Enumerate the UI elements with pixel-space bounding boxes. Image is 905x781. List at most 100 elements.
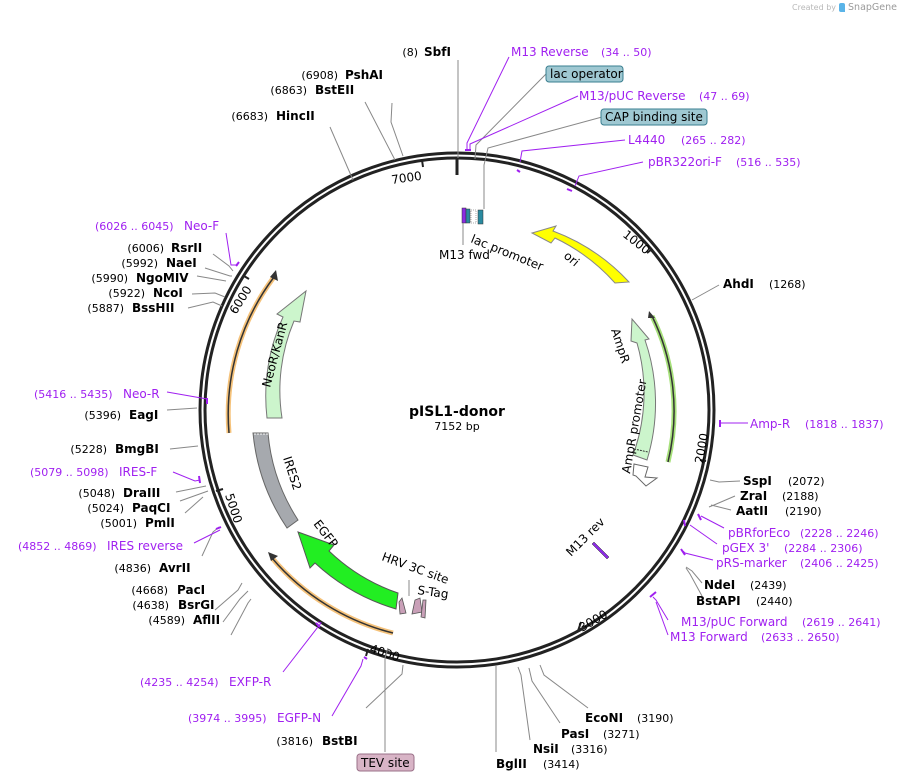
svg-text:EagI: EagI xyxy=(129,408,158,422)
svg-text:M13 fwd: M13 fwd xyxy=(439,248,490,262)
svg-text:AhdI: AhdI xyxy=(723,277,754,291)
enzyme-bstAPI[interactable]: BstAPI (2440) xyxy=(696,594,793,608)
svg-text:SspI: SspI xyxy=(743,474,772,488)
feature-s-tag[interactable]: S-Tag xyxy=(411,583,450,619)
svg-text:(6026 .. 6045): (6026 .. 6045) xyxy=(95,220,174,233)
boxed-feature-tev-site[interactable]: TEV site xyxy=(356,753,415,772)
svg-text:(5001): (5001) xyxy=(100,517,137,530)
svg-text:BmgBI: BmgBI xyxy=(115,442,159,456)
svg-text:S-Tag: S-Tag xyxy=(417,583,450,601)
svg-text:BstBI: BstBI xyxy=(322,734,358,748)
boxed-feature-cap-binding-site[interactable]: CAP binding site xyxy=(600,108,708,126)
neoR-track-arrow xyxy=(227,276,275,434)
primer-m13-puc-reverse[interactable]: M13/pUC Reverse (47 .. 69) xyxy=(579,89,750,103)
svg-text:(1818 .. 1837): (1818 .. 1837) xyxy=(805,418,884,431)
enzyme-paqCI[interactable]: (5024) PaqCI xyxy=(87,501,170,515)
enzyme-bglII[interactable]: BglII (3414) xyxy=(496,757,580,771)
svg-text:NsiI: NsiI xyxy=(533,742,559,756)
primer-m13-puc-forward[interactable]: M13/pUC Forward (2619 .. 2641) xyxy=(681,615,881,629)
feature-ori[interactable]: ori xyxy=(530,225,631,284)
enzyme-ngoMIV[interactable]: (5990) NgoMIV xyxy=(91,271,189,285)
svg-text:(5990): (5990) xyxy=(91,272,128,285)
primer-exfp-r[interactable]: (4235 .. 4254) EXFP-R xyxy=(140,675,271,689)
enzyme-pacI[interactable]: (4668) PacI xyxy=(131,583,205,597)
svg-text:(4668): (4668) xyxy=(131,584,168,597)
svg-text:SbfI: SbfI xyxy=(424,45,451,59)
svg-text:BstEII: BstEII xyxy=(315,83,354,97)
svg-text:RsrII: RsrII xyxy=(171,241,202,255)
snapgene-logo-icon xyxy=(839,3,846,12)
credit-prefix: Created by xyxy=(792,3,837,12)
primer-pgex-3[interactable]: pGEX 3' (2284 .. 2306) xyxy=(722,541,863,555)
primer-pbr322ori-f[interactable]: pBR322ori-F (516 .. 535) xyxy=(648,155,801,169)
svg-text:Amp-R: Amp-R xyxy=(750,417,790,431)
svg-text:(5396): (5396) xyxy=(84,409,121,422)
feature-lac-operator-box[interactable] xyxy=(465,208,477,224)
svg-text:BsrGI: BsrGI xyxy=(178,598,215,612)
svg-text:NgoMIV: NgoMIV xyxy=(136,271,189,285)
svg-text:(6863): (6863) xyxy=(270,84,307,97)
tick-4000: 4000 xyxy=(365,642,401,664)
enzyme-draIII[interactable]: (5048) DraIII xyxy=(78,486,160,500)
primer-m13-forward[interactable]: M13 Forward (2633 .. 2650) xyxy=(670,630,840,644)
primer-pbrforeco[interactable]: pBRforEco (2228 .. 2246) xyxy=(728,526,879,540)
svg-text:PaqCI: PaqCI xyxy=(132,501,170,515)
enzyme-ncoI[interactable]: (5922) NcoI xyxy=(108,286,182,300)
svg-text:(47 .. 69): (47 .. 69) xyxy=(699,90,750,103)
enzyme-bssHII[interactable]: (5887) BssHII xyxy=(87,301,174,315)
enzyme-bstEII[interactable]: (6863) BstEII xyxy=(270,83,354,97)
svg-text:PasI: PasI xyxy=(561,727,589,741)
enzyme-pmlI[interactable]: (5001) PmlI xyxy=(100,516,174,530)
enzyme-bstBI[interactable]: (3816) BstBI xyxy=(276,734,357,748)
enzyme-pshAI[interactable]: (6908) PshAI xyxy=(301,68,383,82)
primer-egfp-n[interactable]: (3974 .. 3995) EGFP-N xyxy=(188,711,321,725)
feature-neoR-kanR[interactable]: NeoR/KanR xyxy=(259,289,307,419)
tick-3000: 3000 xyxy=(577,607,610,634)
feature-lac-promoter[interactable]: lac promoter xyxy=(469,209,545,274)
svg-text:(5048): (5048) xyxy=(78,487,115,500)
enzyme-aatII[interactable]: AatII (2190) xyxy=(736,504,822,518)
enzyme-naeI[interactable]: (5992) NaeI xyxy=(121,256,196,270)
enzyme-bmgBI[interactable]: (5228) BmgBI xyxy=(70,442,158,456)
enzyme-hincII[interactable]: (6683) HincII xyxy=(231,109,314,123)
svg-text:PmlI: PmlI xyxy=(145,516,175,530)
ampR-track-arrowhead xyxy=(648,311,655,318)
enzyme-bsrGI[interactable]: (4638) BsrGI xyxy=(132,598,214,612)
enzyme-zraI[interactable]: ZraI (2188) xyxy=(740,489,819,503)
boxed-feature-lac-operator[interactable]: lac operator xyxy=(545,65,624,83)
feature-ires2[interactable]: IRES2 xyxy=(252,432,304,529)
primer-m13-reverse[interactable]: M13 Reverse (34 .. 50) xyxy=(511,45,652,59)
svg-text:(4852 .. 4869): (4852 .. 4869) xyxy=(18,540,97,553)
svg-text:(3316): (3316) xyxy=(571,743,608,756)
primer-prs-marker[interactable]: pRS-marker (2406 .. 2425) xyxy=(716,556,879,570)
primer-neo-f[interactable]: (6026 .. 6045) Neo-F xyxy=(95,219,219,233)
svg-text:NdeI: NdeI xyxy=(704,578,735,592)
enzyme-aflII[interactable]: (4589) AflII xyxy=(148,613,220,627)
svg-text:(2284 .. 2306): (2284 .. 2306) xyxy=(784,542,863,555)
svg-text:M13 Reverse: M13 Reverse xyxy=(511,45,589,59)
enzyme-nsiI[interactable]: NsiI (3316) xyxy=(533,742,608,756)
snapgene-credit: Created by SnapGene xyxy=(792,2,897,13)
svg-text:(3816): (3816) xyxy=(276,735,313,748)
enzyme-ecoNI[interactable]: EcoNI (3190) xyxy=(585,711,674,725)
enzyme-avrII[interactable]: (4836) AvrII xyxy=(114,561,190,575)
primer-ires-reverse[interactable]: (4852 .. 4869) IRES reverse xyxy=(18,539,183,553)
svg-text:pRS-marker: pRS-marker xyxy=(716,556,787,570)
primer-amp-r[interactable]: Amp-R (1818 .. 1837) xyxy=(750,417,884,431)
svg-text:(2228 .. 2246): (2228 .. 2246) xyxy=(800,527,879,540)
primer-ires-f[interactable]: (5079 .. 5098) IRES-F xyxy=(30,465,157,479)
feature-m13-fwd[interactable]: M13 rev xyxy=(563,515,610,560)
enzyme-sbfI[interactable]: (8) SbfI xyxy=(402,45,451,59)
enzyme-ndeI[interactable]: NdeI (2439) xyxy=(704,578,787,592)
svg-text:AmpR: AmpR xyxy=(608,327,632,365)
svg-text:(4589): (4589) xyxy=(148,614,185,627)
enzyme-pasI[interactable]: PasI (3271) xyxy=(561,727,640,741)
enzyme-sspI[interactable]: SspI (2072) xyxy=(743,474,825,488)
primer-neo-r[interactable]: (5416 .. 5435) Neo-R xyxy=(34,387,160,401)
svg-text:L4440: L4440 xyxy=(628,133,665,147)
enzyme-ahdI[interactable]: AhdI (1268) xyxy=(723,277,806,291)
primer-l4440[interactable]: L4440 (265 .. 282) xyxy=(628,133,746,147)
enzyme-eagI[interactable]: (5396) EagI xyxy=(84,408,158,422)
enzyme-rsrII[interactable]: (6006) RsrII xyxy=(127,241,202,255)
svg-text:(2188): (2188) xyxy=(782,490,819,503)
